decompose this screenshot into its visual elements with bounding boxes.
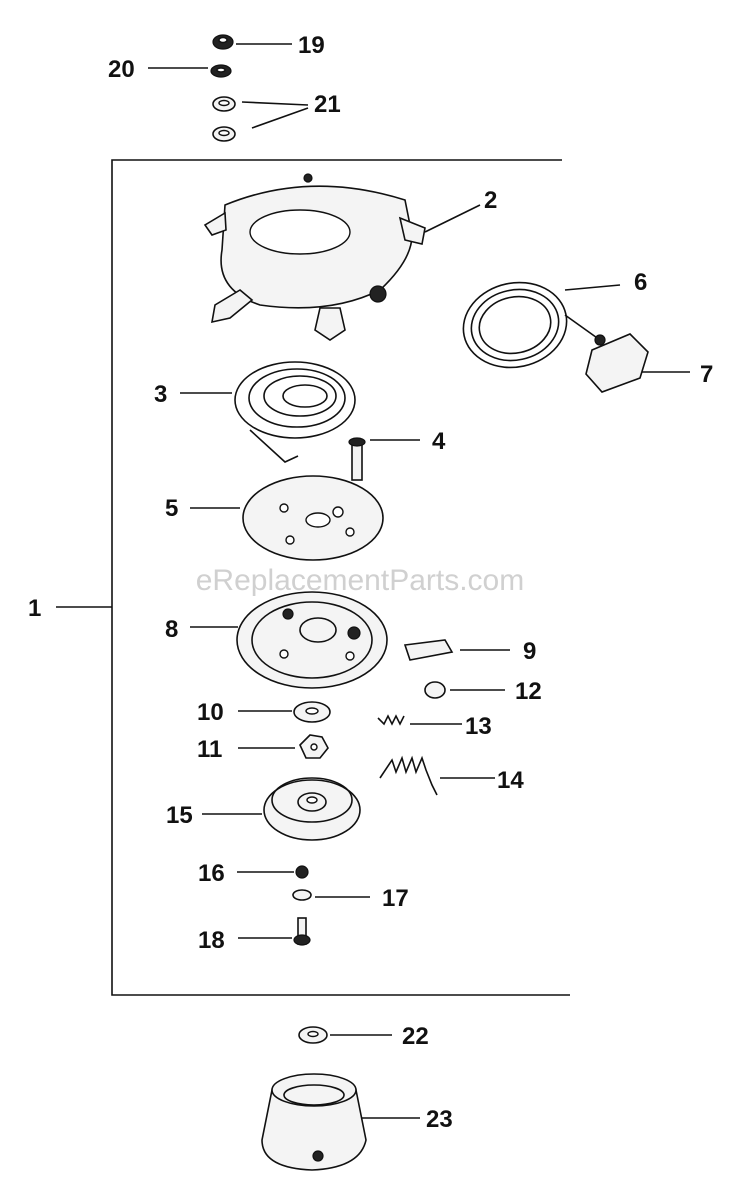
callout-3: 3: [154, 381, 167, 408]
part-23-drive-cup[interactable]: [261, 1073, 420, 1171]
part-6-starter-rope[interactable]: [455, 273, 621, 377]
part-17-washer[interactable]: [292, 889, 370, 901]
callout-18: 18: [198, 927, 225, 954]
part-7-starter-handle[interactable]: [585, 333, 690, 393]
callout-12: 12: [515, 678, 542, 705]
watermark: eReplacementParts.com: [196, 564, 524, 597]
part-9-pawl[interactable]: [403, 639, 510, 661]
part-15-starter-cup[interactable]: [202, 777, 361, 841]
part-20-washer[interactable]: [148, 64, 232, 78]
callout-labels: 1 2 3 4 5 6 7 8 9 10 11 12 13 14 15 16 1…: [28, 32, 713, 1133]
callout-9: 9: [523, 638, 536, 665]
part-5-retainer-plate[interactable]: [190, 475, 384, 561]
part-12-bushing[interactable]: [424, 681, 505, 699]
callout-8: 8: [165, 616, 178, 643]
part-8-pulley[interactable]: [190, 591, 388, 689]
part-10-washer[interactable]: [238, 701, 331, 723]
part-21-washers[interactable]: [212, 96, 309, 142]
callout-7: 7: [700, 361, 713, 388]
part-16-nut[interactable]: [237, 865, 309, 879]
part-2-housing[interactable]: [203, 173, 481, 341]
part-19-nut[interactable]: [212, 34, 292, 50]
callout-4: 4: [432, 428, 446, 455]
callout-5: 5: [165, 495, 178, 522]
callout-2: 2: [484, 187, 497, 214]
assembly-bracket: [56, 159, 570, 996]
part-14-brake-spring[interactable]: [379, 755, 495, 796]
callout-21: 21: [314, 91, 341, 118]
part-13-pawl-spring[interactable]: [377, 714, 462, 726]
callout-10: 10: [197, 699, 224, 726]
callout-23: 23: [426, 1106, 453, 1133]
callout-15: 15: [166, 802, 193, 829]
callout-13: 13: [465, 713, 492, 740]
callout-22: 22: [402, 1023, 429, 1050]
callout-19: 19: [298, 32, 325, 59]
callout-16: 16: [198, 860, 225, 887]
part-18-screw[interactable]: [238, 917, 311, 946]
callout-1: 1: [28, 595, 41, 622]
callout-6: 6: [634, 269, 647, 296]
part-11-retainer[interactable]: [238, 734, 329, 759]
part-22-washer[interactable]: [298, 1026, 392, 1044]
callout-17: 17: [382, 885, 409, 912]
callout-20: 20: [108, 56, 135, 83]
callout-11: 11: [197, 736, 222, 763]
callout-14: 14: [497, 767, 524, 794]
part-4-screw[interactable]: [348, 437, 420, 481]
part-3-recoil-spring[interactable]: [180, 361, 356, 463]
